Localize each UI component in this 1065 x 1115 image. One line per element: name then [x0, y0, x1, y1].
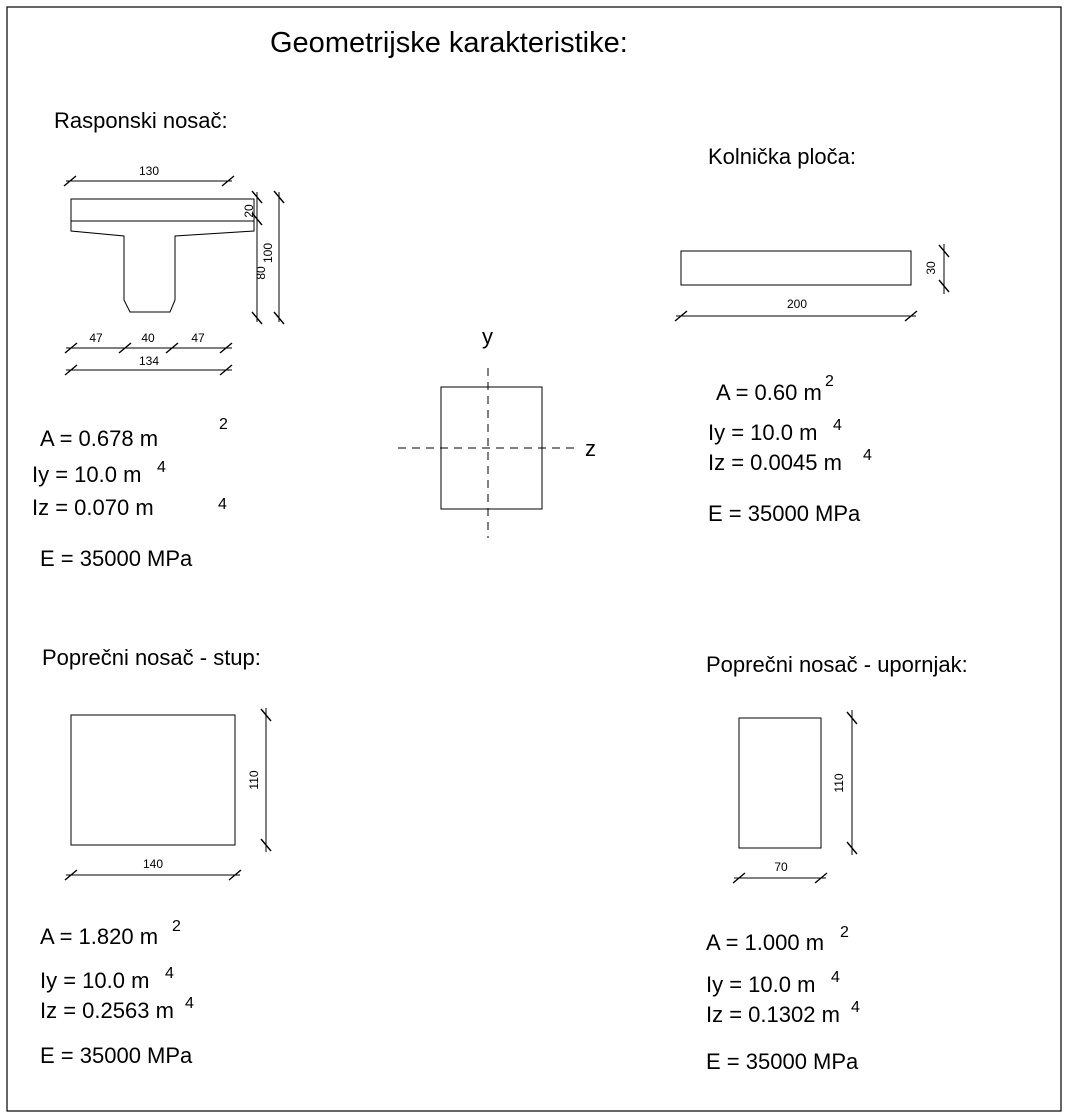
prop-area: A = 1.000 m [706, 930, 824, 955]
dim-label-stup-width: 140 [143, 857, 163, 871]
dim-label-bottom-width: 134 [139, 354, 159, 368]
prop-area: A = 0.60 m [716, 380, 822, 405]
prop-iy-exp: 4 [833, 417, 842, 434]
prop-iy: Iy = 10.0 m [708, 420, 817, 445]
dimension-stup-height: 110 [247, 708, 272, 852]
prop-area-exp: 2 [840, 924, 849, 941]
dimension-slab-width: 200 [674, 297, 918, 322]
prop-iz-exp: 4 [218, 496, 227, 513]
dimension-vertical-heights: 20 80 100 [242, 190, 285, 325]
prop-iy: Iy = 10.0 m [40, 968, 149, 993]
dim-label-top-width: 130 [139, 164, 159, 178]
prop-iz-exp: 4 [863, 447, 872, 464]
prop-iy: Iy = 10.0 m [706, 972, 815, 997]
prop-iz: Iz = 0.2563 m [40, 998, 174, 1023]
prop-area-exp: 2 [219, 416, 228, 433]
axis-label-y: y [482, 324, 493, 349]
dimension-stup-width: 140 [64, 857, 242, 881]
page-title: Geometrijske karakteristike: [270, 27, 628, 59]
props-kolnicka: A = 0.60 m 2 Iy = 10.0 m 4 Iz = 0.0045 m… [708, 373, 872, 526]
dimension-bottom-width: 134 [64, 354, 233, 376]
prop-iy-exp: 4 [165, 965, 174, 982]
axis-label-z: z [585, 436, 596, 461]
prop-area-exp: 2 [825, 373, 834, 390]
axis-sketch: y z [398, 324, 596, 538]
dim-label-flange: 20 [242, 204, 256, 218]
dim-label-web: 80 [254, 266, 268, 280]
dim-label-upornjak-width: 70 [774, 860, 788, 874]
dimension-slab-height: 30 [924, 244, 950, 294]
prop-e: E = 35000 MPa [706, 1049, 859, 1074]
prop-e: E = 35000 MPa [708, 501, 861, 526]
dimension-bottom-parts: 47 40 47 [64, 331, 233, 354]
prop-iy: Iy = 10.0 m [32, 462, 141, 487]
props-upornjak: A = 1.000 m 2 Iy = 10.0 m 4 Iz = 0.1302 … [706, 924, 860, 1074]
prop-area: A = 1.820 m [40, 924, 158, 949]
prop-area: A = 0.678 m [40, 426, 158, 451]
page-border [6, 6, 1062, 1112]
prop-e: E = 35000 MPa [40, 1043, 193, 1068]
section-title-stup: Poprečni nosač - stup: [42, 645, 261, 670]
props-stup: A = 1.820 m 2 Iy = 10.0 m 4 Iz = 0.2563 … [40, 918, 194, 1068]
dim-label-middle: 40 [141, 331, 155, 345]
t-beam-drawing [70, 198, 255, 313]
prop-iz-exp: 4 [185, 995, 194, 1012]
prop-iy-exp: 4 [831, 969, 840, 986]
prop-iy-exp: 4 [157, 459, 166, 476]
dim-label-right: 47 [191, 331, 205, 345]
prop-iz: Iz = 0.1302 m [706, 1002, 840, 1027]
prop-area-exp: 2 [172, 918, 181, 935]
prop-e: E = 35000 MPa [40, 546, 193, 571]
dim-label-left: 47 [89, 331, 103, 345]
dim-label-upornjak-height: 110 [832, 773, 846, 792]
prop-iz: Iz = 0.070 m [32, 495, 154, 520]
dim-label-total-height: 100 [261, 243, 275, 263]
slab-drawing [680, 250, 912, 286]
stup-drawing [70, 714, 236, 846]
dimension-upornjak-width: 70 [732, 860, 828, 884]
dim-label-stup-height: 110 [247, 770, 261, 789]
dim-label-slab-width: 200 [787, 297, 807, 311]
prop-iz-exp: 4 [851, 999, 860, 1016]
prop-iz: Iz = 0.0045 m [708, 450, 842, 475]
section-title-kolnicka: Kolnička ploča: [708, 144, 856, 169]
section-title-upornjak: Poprečni nosač - upornjak: [706, 652, 968, 677]
section-title-rasponski: Rasponski nosač: [54, 108, 228, 133]
dimension-upornjak-height: 110 [832, 710, 858, 855]
dim-label-slab-height: 30 [924, 261, 938, 275]
dimension-top-width: 130 [63, 164, 235, 187]
upornjak-drawing [738, 717, 822, 849]
props-rasponski: A = 0.678 m 2 Iy = 10.0 m 4 Iz = 0.070 m… [32, 416, 228, 571]
